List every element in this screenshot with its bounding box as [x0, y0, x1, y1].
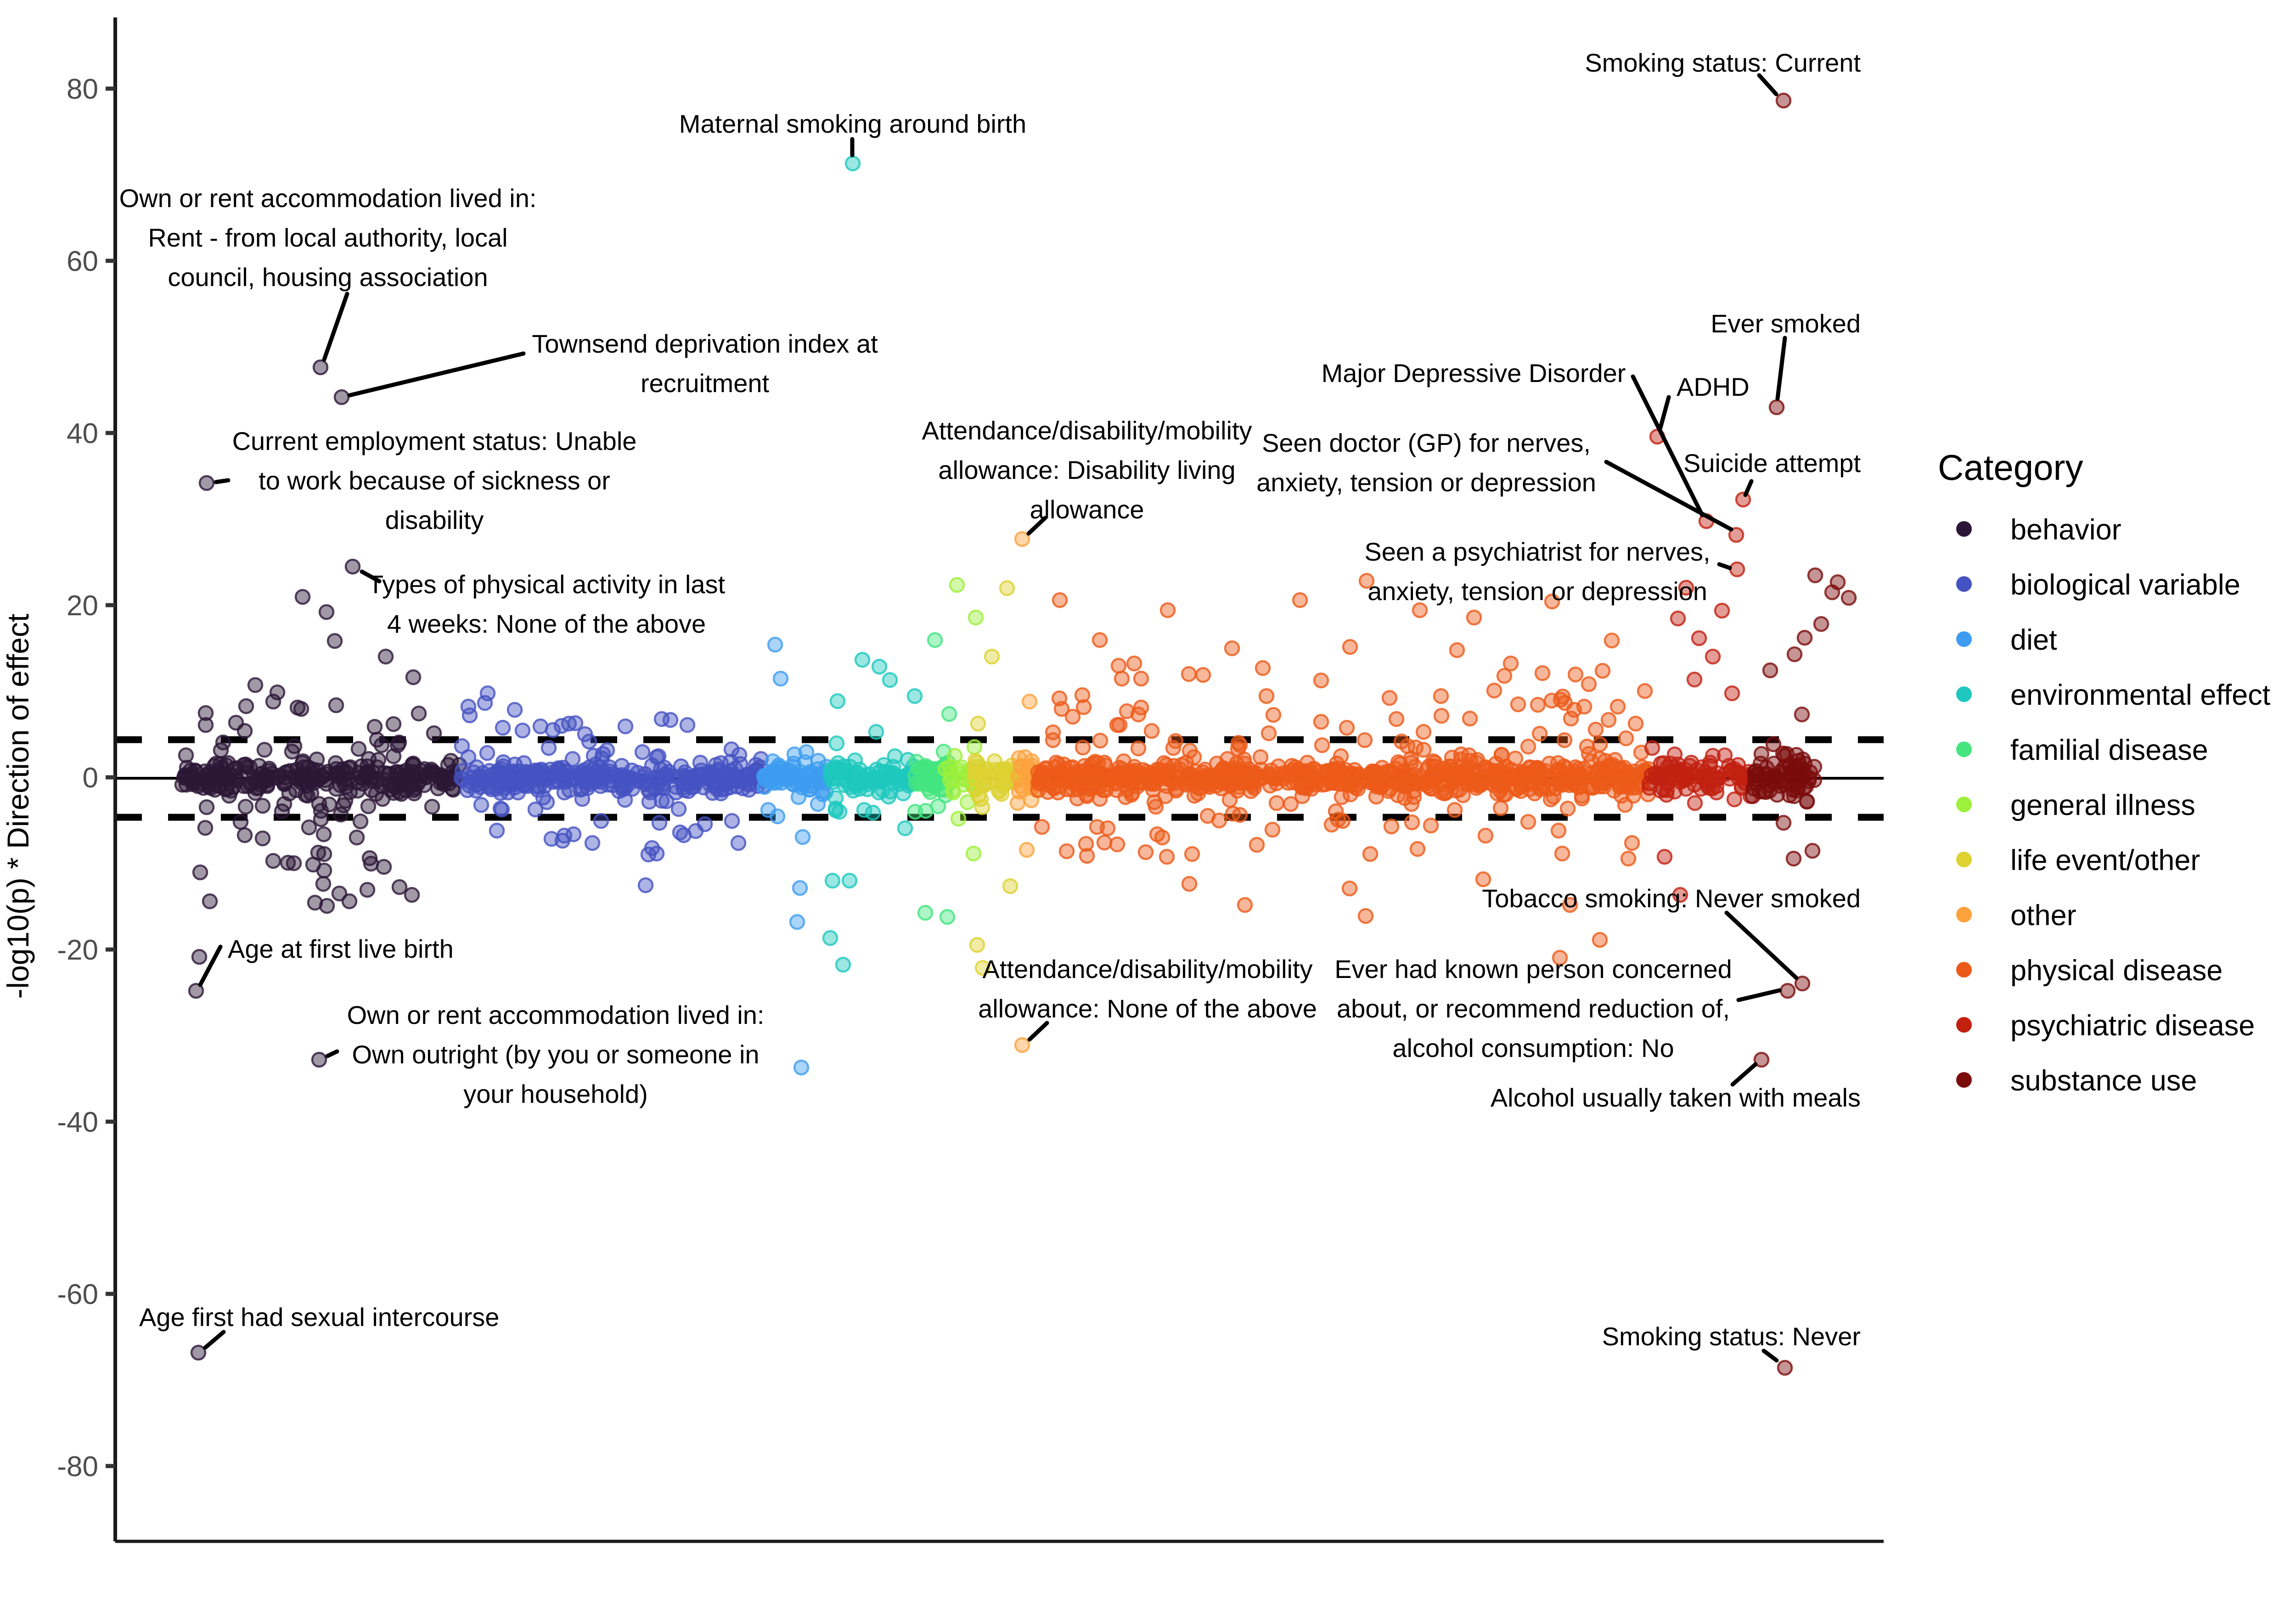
svg-text:Maternal smoking around birth: Maternal smoking around birth	[679, 109, 1026, 138]
svg-text:0: 0	[83, 762, 98, 794]
svg-text:-20: -20	[57, 934, 98, 966]
svg-text:Category: Category	[1938, 447, 2083, 488]
svg-text:40: 40	[67, 418, 98, 450]
svg-text:Ever had known person concerne: Ever had known person concerned	[1334, 955, 1732, 983]
svg-text:Attendance/disability/mobility: Attendance/disability/mobility	[982, 955, 1312, 983]
svg-text:Alcohol usually taken with mea: Alcohol usually taken with meals	[1491, 1083, 1861, 1112]
svg-text:Current employment status: Una: Current employment status: Unable	[232, 427, 637, 455]
svg-text:Age at first live birth: Age at first live birth	[228, 934, 454, 963]
svg-text:Tobacco smoking: Never smoked: Tobacco smoking: Never smoked	[1482, 884, 1861, 913]
svg-text:4 weeks: None of the above: 4 weeks: None of the above	[387, 609, 706, 638]
svg-text:allowance: Disability living: allowance: Disability living	[938, 455, 1235, 484]
svg-text:Townsend deprivation index at: Townsend deprivation index at	[532, 329, 878, 358]
svg-text:Rent - from local authority, l: Rent - from local authority, local	[148, 223, 507, 252]
svg-text:Own outright (by you or someon: Own outright (by you or someone in	[352, 1040, 759, 1069]
svg-text:60: 60	[67, 246, 98, 277]
svg-text:-80: -80	[57, 1451, 98, 1483]
svg-text:physical disease: physical disease	[2010, 955, 2223, 987]
svg-text:environmental effect: environmental effect	[2010, 679, 2271, 711]
svg-text:anxiety, tension or depression: anxiety, tension or depression	[1256, 468, 1596, 497]
svg-text:Age first had sexual intercour: Age first had sexual intercourse	[139, 1303, 499, 1332]
svg-text:your household): your household)	[463, 1079, 648, 1108]
svg-text:anxiety, tension or depression: anxiety, tension or depression	[1367, 577, 1707, 606]
svg-text:Own or rent accommodation live: Own or rent accommodation lived in:	[347, 1000, 765, 1029]
svg-text:familial disease: familial disease	[2010, 734, 2208, 766]
svg-text:Ever smoked: Ever smoked	[1711, 309, 1861, 338]
svg-text:about, or recommend reduction: about, or recommend reduction of,	[1337, 994, 1730, 1023]
svg-text:to work because of sickness or: to work because of sickness or	[259, 466, 610, 495]
svg-text:recruitment: recruitment	[641, 369, 770, 398]
svg-text:general illness: general illness	[2010, 789, 2195, 821]
svg-text:Seen doctor (GP) for nerves,: Seen doctor (GP) for nerves,	[1262, 428, 1591, 457]
svg-text:substance use: substance use	[2010, 1065, 2197, 1097]
svg-text:Own or rent accommodation live: Own or rent accommodation lived in:	[119, 184, 537, 213]
svg-text:diet: diet	[2010, 624, 2057, 656]
svg-text:-60: -60	[57, 1279, 98, 1310]
svg-text:Smoking status: Current: Smoking status: Current	[1585, 48, 1861, 77]
svg-text:Major Depressive Disorder: Major Depressive Disorder	[1322, 359, 1626, 388]
svg-text:ADHD: ADHD	[1677, 372, 1750, 401]
svg-text:life event/other: life event/other	[2010, 844, 2200, 877]
svg-text:council, housing association: council, housing association	[168, 263, 488, 292]
svg-text:Attendance/disability/mobility: Attendance/disability/mobility	[922, 416, 1252, 445]
svg-text:allowance: allowance	[1030, 495, 1144, 524]
svg-text:-40: -40	[57, 1107, 98, 1138]
svg-text:Smoking status: Never: Smoking status: Never	[1602, 1322, 1861, 1351]
svg-text:Seen a psychiatrist for nerves: Seen a psychiatrist for nerves,	[1364, 537, 1710, 566]
svg-text:-log10(p) * Direction of effec: -log10(p) * Direction of effect	[1, 614, 35, 999]
svg-text:Suicide attempt: Suicide attempt	[1683, 449, 1861, 478]
svg-text:behavior: behavior	[2010, 514, 2122, 546]
svg-text:other: other	[2010, 899, 2077, 932]
svg-text:disability: disability	[385, 506, 484, 534]
svg-text:20: 20	[67, 590, 98, 622]
svg-text:alcohol consumption: No: alcohol consumption: No	[1392, 1034, 1674, 1062]
svg-text:psychiatric disease: psychiatric disease	[2010, 1010, 2255, 1042]
svg-text:biological variable: biological variable	[2010, 569, 2240, 601]
svg-text:80: 80	[67, 73, 98, 105]
svg-text:Types of physical activity in: Types of physical activity in last	[368, 570, 726, 599]
svg-text:allowance: None of the above: allowance: None of the above	[978, 994, 1317, 1023]
